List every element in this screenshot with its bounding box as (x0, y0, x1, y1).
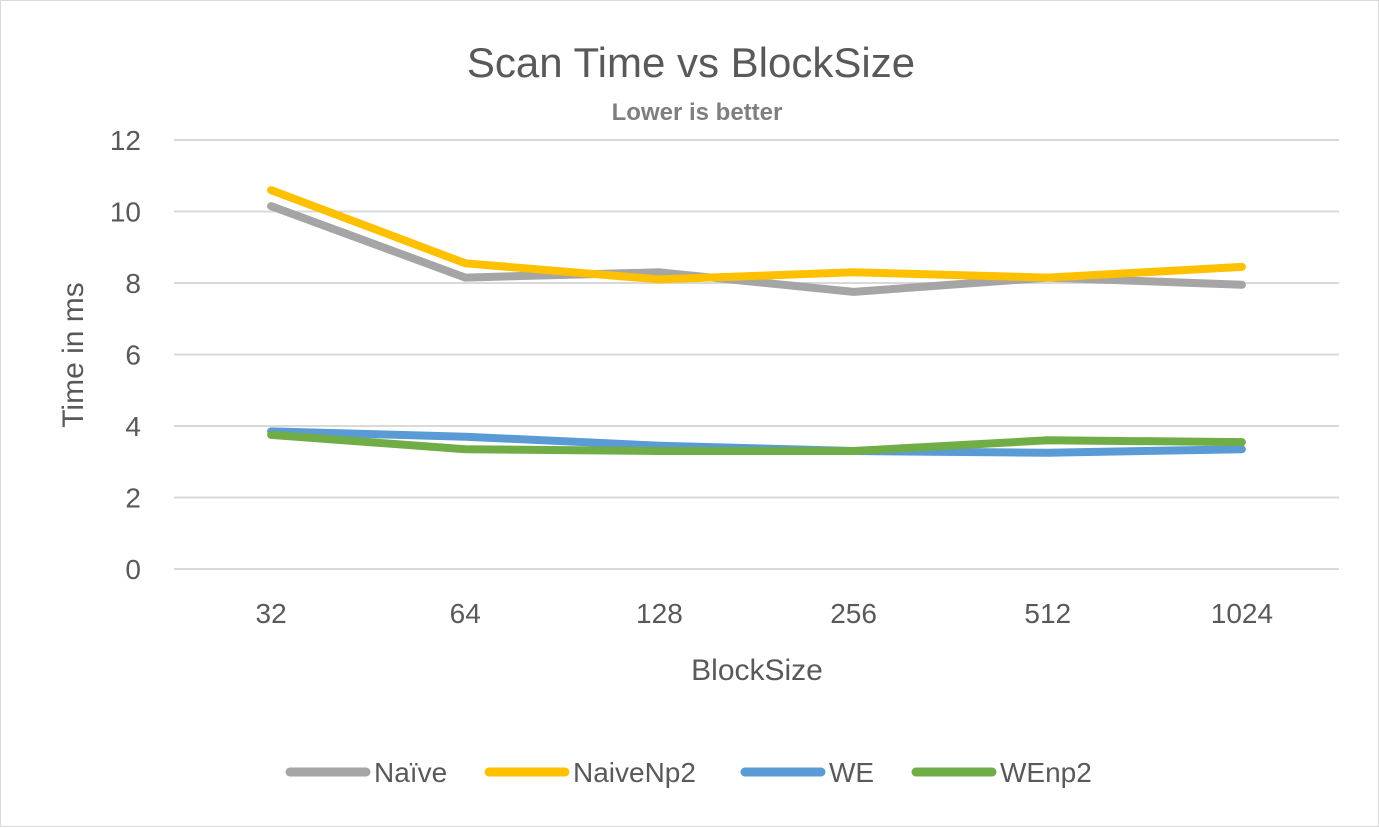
x-tick-label: 32 (256, 598, 287, 629)
y-axis-title: Time in ms (57, 282, 90, 428)
legend-label: Naïve (374, 757, 447, 788)
y-tick-label: 6 (125, 340, 141, 371)
legend-item-naïve: Naïve (285, 757, 447, 788)
y-tick-label: 8 (125, 268, 141, 299)
y-axis-ticks: 0 2 4 6 8 10 12 (110, 125, 141, 585)
series-line-naivenp2 (267, 186, 1246, 284)
legend: Naïve NaiveNp2 WE WEnp2 (285, 757, 1092, 788)
legend-label: WE (829, 757, 874, 788)
series-lines (267, 186, 1246, 457)
x-tick-label: 1024 (1211, 598, 1273, 629)
x-axis-ticks: 32 64 128 256 512 1024 (256, 598, 1274, 629)
chart-subtitle: Lower is better (612, 99, 783, 126)
x-tick-label: 128 (636, 598, 683, 629)
legend-label: WEnp2 (1000, 757, 1092, 788)
y-tick-label: 4 (125, 411, 141, 442)
gridlines (174, 139, 1339, 570)
y-tick-label: 0 (125, 554, 141, 585)
y-tick-label: 2 (125, 483, 141, 514)
x-tick-label: 64 (450, 598, 481, 629)
legend-item-wenp2: WEnp2 (911, 757, 1092, 788)
series-line-wenp2 (267, 430, 1246, 455)
y-tick-label: 10 (110, 197, 141, 228)
x-tick-label: 256 (830, 598, 877, 629)
y-tick-label: 12 (110, 125, 141, 156)
chart-title: Scan Time vs BlockSize (467, 39, 915, 86)
legend-item-we: WE (740, 757, 874, 788)
x-tick-label: 512 (1024, 598, 1071, 629)
legend-label: NaiveNp2 (573, 757, 696, 788)
legend-item-naivenp2: NaiveNp2 (484, 757, 696, 788)
x-axis-title: BlockSize (691, 654, 823, 687)
